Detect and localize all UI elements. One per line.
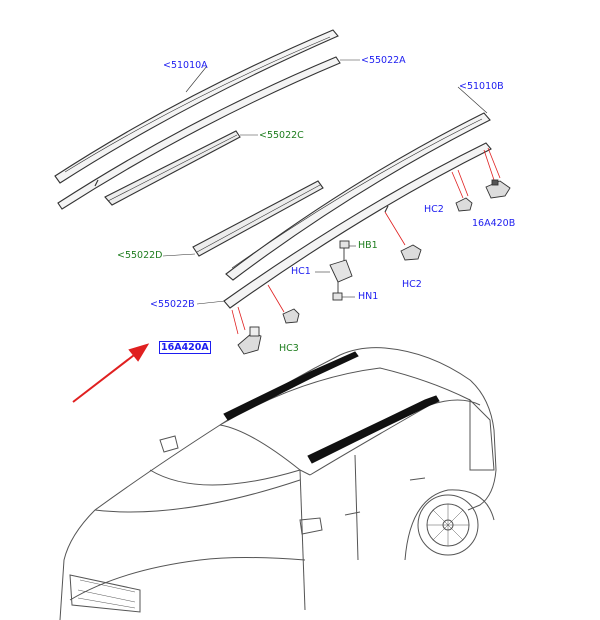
roof-rail-left-51010A <box>54 29 339 184</box>
roof-rail-right-51010B <box>225 112 491 281</box>
leader-lines <box>231 147 501 335</box>
finisher-right-55022B <box>223 142 492 309</box>
trim-55022D <box>192 180 324 257</box>
callout-HB1[interactable]: HB1 <box>358 240 378 251</box>
clip-hc2-lower <box>400 244 422 261</box>
callout-16A420A[interactable]: 16A420A <box>159 341 211 354</box>
clip-hc3 <box>282 308 300 324</box>
callout-HN1[interactable]: HN1 <box>358 291 379 302</box>
callout-HC2-lower[interactable]: HC2 <box>402 279 422 290</box>
callout-HC2-upper[interactable]: HC2 <box>424 204 444 215</box>
callout-55022A[interactable]: <55022A <box>361 55 406 66</box>
finisher-left-55022A <box>57 56 341 210</box>
highlight-arrow <box>72 343 150 403</box>
trim-55022C <box>104 130 241 206</box>
callout-HC3[interactable]: HC3 <box>279 343 299 354</box>
callout-55022D[interactable]: <55022D <box>117 250 163 261</box>
callout-16A420B[interactable]: 16A420B <box>472 218 516 229</box>
callout-55022C[interactable]: <55022C <box>259 130 304 141</box>
callout-55022B[interactable]: <55022B <box>150 299 195 310</box>
vehicle-roof-rails <box>223 351 440 464</box>
callout-HC1[interactable]: HC1 <box>291 266 311 277</box>
callout-51010B[interactable]: <51010B <box>459 81 504 92</box>
callout-51010A[interactable]: <51010A <box>163 60 208 71</box>
callout-ticks <box>162 59 488 305</box>
clip-hc2-upper <box>455 197 473 212</box>
bolt-assembly <box>329 240 353 301</box>
clips <box>237 179 511 355</box>
